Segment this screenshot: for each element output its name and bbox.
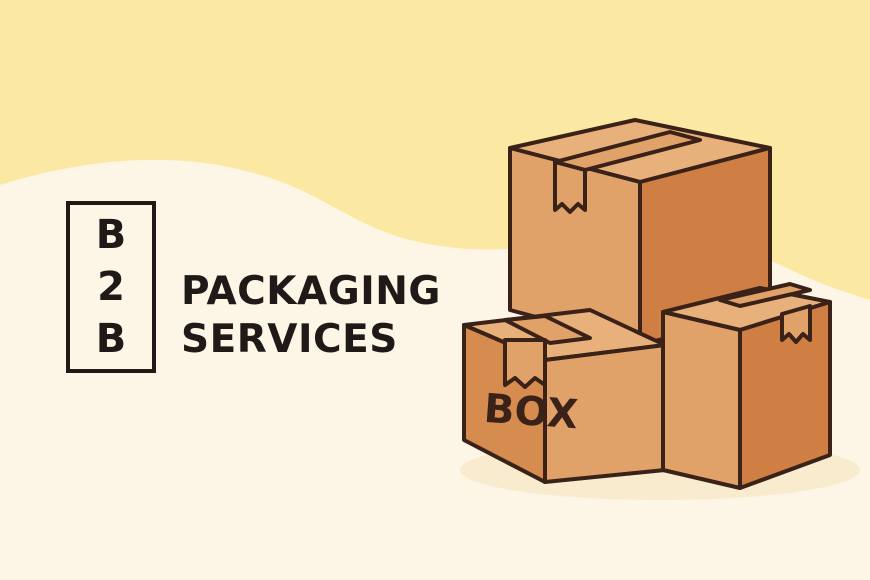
box-right-front <box>661 310 742 490</box>
tagline: PACKAGING SERVICES <box>181 268 441 364</box>
box-left-tape <box>503 314 592 345</box>
box-right-tape-flap <box>780 304 812 344</box>
tagline-line-2: SERVICES <box>181 317 398 362</box>
box-label: BOX <box>482 386 579 438</box>
tagline-line-1: PACKAGING <box>181 269 441 314</box>
logo-letter-2: 2 <box>97 264 125 310</box>
box-left-tape-flap <box>503 338 547 389</box>
box-bottom-left <box>462 308 667 484</box>
b2b-logo: B 2 B <box>66 201 156 373</box>
box-bottom-right <box>661 282 832 490</box>
logo-letter-b-top: B <box>95 212 127 258</box>
box-top-tape-flap <box>553 160 587 214</box>
box-right-tape <box>718 282 812 308</box>
logo-letter-b-bottom: B <box>95 316 127 362</box>
